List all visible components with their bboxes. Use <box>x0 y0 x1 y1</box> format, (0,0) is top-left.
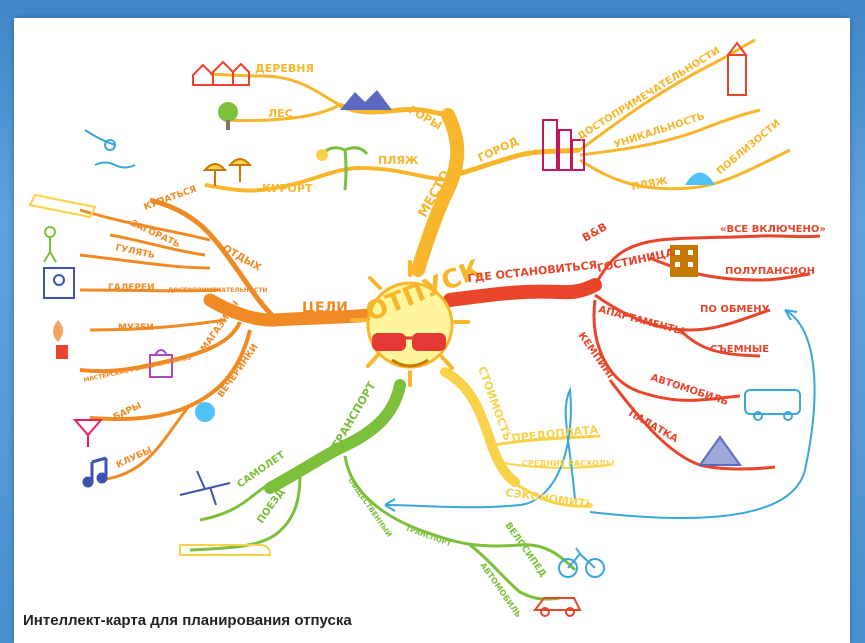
hotel-icon <box>670 245 698 277</box>
label-resort: КУРОРТ <box>262 182 313 195</box>
branch-cost <box>440 367 520 487</box>
branch-transport <box>264 379 406 494</box>
label-beach: ПЛЯЖ <box>378 154 419 167</box>
label-save: СЭКОНОМИТЬ <box>505 486 595 511</box>
label-goals-sights: ДОСТОПРИМЕЧАТЕЛЬНОСТИ <box>168 287 267 294</box>
arrow-save-to-exchange <box>589 309 816 520</box>
label-hotel: ГОСТИНИЦА <box>596 246 676 275</box>
city-buildings-icon <box>542 119 585 171</box>
disco-ball-icon <box>195 402 215 422</box>
camper-van-icon <box>744 389 801 421</box>
label-bnb: B&B <box>580 220 609 244</box>
train-icon <box>179 544 272 556</box>
sunbather-icon <box>28 193 97 219</box>
label-expenses: СРЕДНИЕ РАСХОДЫ <box>522 459 614 468</box>
label-rental: СЪЕМНЫЕ <box>710 344 769 355</box>
label-goals: ЦЕЛИ <box>302 300 348 316</box>
cocktail-icon <box>72 419 104 447</box>
figure-caption: Интеллект-карта для планирования отпуска <box>23 612 352 629</box>
palm-icon <box>316 146 369 191</box>
houses-icon <box>192 60 250 86</box>
label-museums: МУЗЕИ <box>118 323 154 333</box>
label-public: ОБЩЕСТВЕННЫЙ <box>346 476 394 539</box>
tent-icon <box>698 435 742 466</box>
label-village: ДЕРЕВНЯ <box>255 62 314 75</box>
car-icon <box>533 597 582 617</box>
tree-icon <box>218 102 238 130</box>
label-prepay: ПРЕДОПЛАТА <box>511 423 599 445</box>
walker-icon <box>43 226 57 263</box>
umbrellas-icon <box>202 158 253 186</box>
label-apartments: АПАРТАМЕНТЫ <box>597 304 685 337</box>
label-cost: СТОИМОСТЬ <box>475 365 514 443</box>
label-tent: ПАЛАТКА <box>627 408 680 445</box>
label-mountains: ГОРЫ <box>407 103 445 132</box>
branch-stay <box>443 278 602 307</box>
bicycle-icon <box>558 547 605 578</box>
swimmer-icon <box>84 129 136 169</box>
shopping-bag-icon <box>149 349 173 378</box>
label-exchange: ПО ОБМЕНУ <box>700 304 770 315</box>
label-parties: ВЕЧЕРИНКИ <box>216 342 260 399</box>
branch-place-left <box>338 102 449 118</box>
music-note-icon <box>82 456 108 488</box>
picture-frame-icon <box>43 267 75 299</box>
airplane-icon <box>179 470 231 506</box>
label-half-board: ПОЛУПАНСИОН <box>725 266 815 277</box>
label-city-beach: ПЛЯЖ <box>631 176 670 193</box>
label-stay: ГДЕ ОСТАНОВИТЬСЯ <box>467 258 598 285</box>
arrow-save-to-public <box>384 386 576 509</box>
branch-goals <box>203 293 377 327</box>
sun-center <box>350 260 470 387</box>
vase-icon <box>53 320 68 359</box>
label-all-inclusive: «ВСЕ ВКЛЮЧЕНО» <box>720 224 826 235</box>
label-car-stay: АВТОМОБИЛЬ <box>649 372 729 408</box>
label-nearby: ПОБЛИЗОСТИ <box>715 118 783 177</box>
branch-place <box>411 108 465 277</box>
mountains-icon <box>340 90 392 110</box>
label-public-2: ТРАНСПОРТ <box>404 524 452 548</box>
shell-icon <box>685 172 715 185</box>
label-bike: ВЕЛОСИПЕД <box>503 521 548 579</box>
label-forest: ЛЕС <box>268 107 293 120</box>
label-galleries: ГАЛЕРЕИ <box>108 283 155 293</box>
tower-icon <box>727 41 747 96</box>
